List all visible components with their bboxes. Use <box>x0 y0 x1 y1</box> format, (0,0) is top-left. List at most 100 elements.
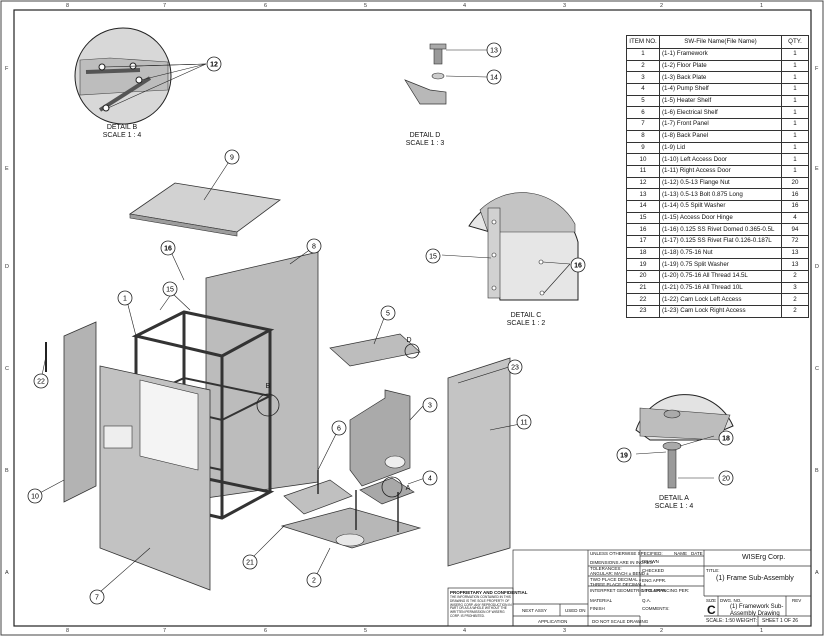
balloon-circle <box>570 257 586 273</box>
balloon-circle <box>507 359 523 375</box>
front-panel-part <box>99 365 211 593</box>
tb-rev-label: REV <box>792 598 802 603</box>
zone-column-label: 4 <box>463 3 467 9</box>
zone-column-label: 3 <box>563 628 567 634</box>
zone-row-label: D <box>815 264 819 270</box>
bom-item-no: 17 <box>626 235 660 248</box>
tb-finish: FINISH <box>590 606 605 611</box>
detail-b-label: DETAIL B SCALE 1 : 4 <box>103 124 142 140</box>
zone-column-label: 5 <box>364 628 368 634</box>
detail-d-view <box>404 43 488 105</box>
tb-used-on: USED ON <box>565 608 586 613</box>
tb-name: NAME <box>674 551 688 556</box>
balloon-circle <box>422 470 438 486</box>
zone-row-label: F <box>815 66 819 72</box>
tb-size: C <box>707 603 716 617</box>
tb-next-assy: NEXT ASSY <box>522 608 547 613</box>
balloon-number: 14 <box>490 75 498 82</box>
bom-header-qty: QTY. <box>781 35 809 49</box>
detail-b-view <box>74 27 207 125</box>
tb-material: MATERIAL <box>590 598 613 603</box>
balloon-number: 16 <box>574 263 582 270</box>
bom-file-name: (1-4) Pump Shelf <box>659 83 782 96</box>
balloon-circle <box>718 430 734 446</box>
balloon-12: 12 <box>206 56 222 72</box>
detail-d-label: DETAIL D SCALE 1 : 3 <box>406 132 445 148</box>
shelves-part <box>283 429 426 515</box>
right-access-door-part <box>447 357 521 567</box>
tb-title: (1) Frame Sub-Assembly <box>716 575 794 582</box>
balloon-20: 20 <box>718 470 734 486</box>
tb-three-place: THREE PLACE DECIMAL ± <box>590 582 647 587</box>
zone-row-label: C <box>5 366 9 372</box>
bom-header-row: ITEM NO. SW-File Name(File Name) QTY. <box>626 35 809 49</box>
balloon-19: 19 <box>616 447 632 463</box>
tb-comments: COMMENTS: <box>642 606 670 611</box>
tb-eng-appr: ENG APPR. <box>642 578 667 583</box>
bom-item-no: 2 <box>626 59 660 73</box>
heater-shelf-part <box>329 317 421 367</box>
bom-file-name: (1-23) Cam Lock Right Access <box>659 305 782 318</box>
balloon-21: 21 <box>242 554 258 570</box>
bom-qty: 16 <box>781 188 809 201</box>
detail-a-title: DETAIL A <box>659 495 689 502</box>
tb-unless: UNLESS OTHERWISE SPECIFIED: <box>590 551 663 556</box>
bom-qty: 13 <box>781 246 809 260</box>
balloon-circle <box>162 281 178 297</box>
tb-dwg-no: (1) Framework Sub-Assembly Drawing <box>730 604 784 617</box>
detail-a-scale: SCALE 1 : 4 <box>654 503 694 510</box>
balloon-1: 1 <box>117 290 133 306</box>
bom-item-no: 11 <box>626 164 660 178</box>
balloon-circle <box>486 42 502 58</box>
balloon-11: 11 <box>516 414 532 430</box>
bom-file-name: (1-11) Right Access Door <box>659 164 782 178</box>
bom-item-no: 3 <box>626 71 660 85</box>
tb-scale: SCALE: 1:50 <box>706 618 735 624</box>
balloon-23: 23 <box>507 359 523 375</box>
balloon-14: 14 <box>486 69 502 85</box>
zone-row-label: F <box>5 66 9 72</box>
tb-two-place: TWO PLACE DECIMAL ± <box>590 577 642 582</box>
bom-item-no: 8 <box>626 129 660 143</box>
bom-item-no: 19 <box>626 258 660 272</box>
balloon-number: 7 <box>95 595 99 602</box>
bom-qty: 1 <box>781 164 809 178</box>
tb-qa: Q.A. <box>642 598 652 603</box>
bom-file-name: (1-14) 0.5 Spilt Washer <box>659 199 782 213</box>
bom-header-item: ITEM NO. <box>626 35 660 49</box>
balloon-circle <box>160 240 176 256</box>
balloon-circle <box>206 56 222 72</box>
bom-qty: 1 <box>781 83 809 96</box>
balloon-4: 4 <box>422 470 438 486</box>
bom-file-name: (1-3) Back Plate <box>659 71 782 85</box>
balloon-circle <box>306 572 322 588</box>
balloon-circle <box>89 589 105 605</box>
tb-title-label: TITLE: <box>706 568 720 573</box>
balloon-10: 10 <box>27 488 43 504</box>
zone-column-label: 6 <box>264 3 268 9</box>
bom-qty: 20 <box>781 176 809 190</box>
detail-d-marker <box>404 343 420 359</box>
tb-interpret: INTERPRET GEOMETRIC TOLERANCING PER: <box>590 588 690 593</box>
bom-file-name: (1-2) Floor Plate <box>659 59 782 73</box>
zone-column-label: 6 <box>264 628 268 634</box>
detail-c-title: DETAIL C <box>510 312 542 319</box>
tb-dwg-label: DWG. NO. <box>720 598 742 603</box>
bom-file-name: (1-21) 0.75-16 All Thread 10L <box>659 281 782 295</box>
bom-item-no: 15 <box>626 211 660 225</box>
bom-qty: 1 <box>781 94 809 108</box>
detail-a-callout-letter: A <box>405 485 411 492</box>
bom-item-no: 5 <box>626 94 660 108</box>
bom-file-name: (1-6) Electrical Shelf <box>659 106 782 120</box>
bom-item-no: 12 <box>626 176 660 190</box>
balloon-number: 8 <box>312 244 316 251</box>
